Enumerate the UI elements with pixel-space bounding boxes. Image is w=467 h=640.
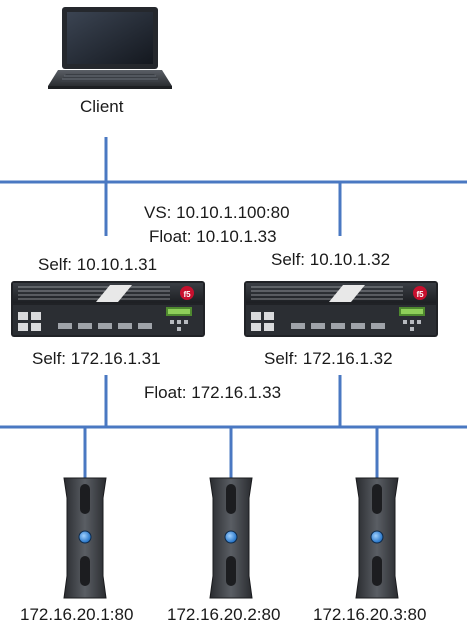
svg-text:f5: f5: [183, 290, 191, 299]
lb2-self-internal-label: Self: 172.16.1.32: [264, 349, 393, 368]
svg-text:f5: f5: [416, 290, 424, 299]
laptop-icon: [48, 7, 172, 89]
virtual-server-label: VS: 10.10.1.100:80: [144, 203, 290, 222]
server-icon-2: [209, 477, 253, 599]
external-float-label: Float: 10.10.1.33: [149, 227, 277, 246]
client-label: Client: [80, 97, 124, 116]
pool-member-1-label: 172.16.20.1:80: [20, 605, 134, 624]
lb2-self-external-label: Self: 10.10.1.32: [271, 250, 391, 269]
server-icon-3: [355, 477, 399, 599]
load-balancer-appliance-2: f5: [244, 281, 438, 337]
pool-member-3-label: 172.16.20.3:80: [313, 605, 427, 624]
pool-member-2-label: 172.16.20.2:80: [167, 605, 281, 624]
network-lines: [0, 137, 467, 478]
lb1-self-internal-label: Self: 172.16.1.31: [32, 349, 161, 368]
internal-float-label: Float: 172.16.1.33: [144, 383, 282, 402]
lb1-self-external-label: Self: 10.10.1.31: [38, 255, 158, 274]
server-icon-1: [63, 477, 107, 599]
load-balancer-appliance-1: f5: [11, 281, 205, 337]
